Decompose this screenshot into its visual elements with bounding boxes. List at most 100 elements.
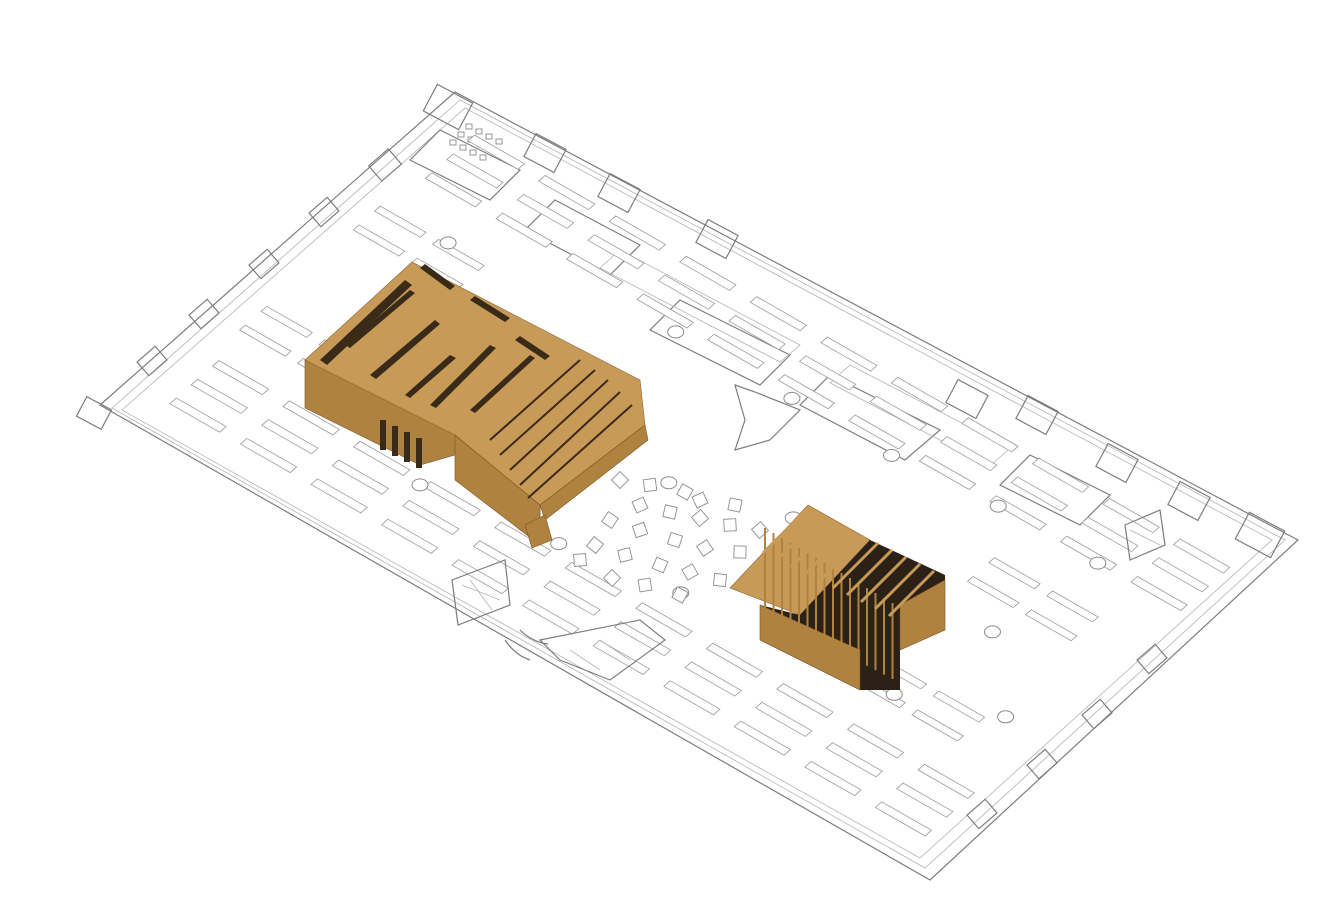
column [885, 687, 903, 701]
bookshelf [1031, 457, 1090, 493]
table-top [681, 563, 699, 581]
beam [761, 506, 810, 555]
table-top [671, 586, 689, 604]
bookshelf [380, 518, 439, 554]
column [1089, 556, 1107, 570]
bookshelf [636, 293, 695, 329]
table-top [712, 572, 728, 588]
beam [873, 562, 922, 611]
beam [859, 555, 908, 604]
bookshelf [1046, 590, 1099, 623]
bookshelf [874, 801, 933, 837]
bookshelf [613, 621, 672, 657]
reading-table [662, 504, 678, 520]
table-top [617, 547, 633, 563]
bookshelf [190, 378, 249, 414]
table-top [727, 497, 743, 513]
wall-pilasters [75, 83, 1286, 830]
beam [831, 541, 880, 590]
reading-table [585, 535, 605, 555]
table-top [601, 511, 619, 529]
table-top [696, 539, 714, 557]
beam [887, 569, 936, 618]
bookshelf [663, 680, 721, 716]
column [983, 625, 1001, 639]
reading-table [727, 497, 743, 513]
bookshelf-rows [169, 134, 1231, 837]
reading-table [642, 477, 658, 493]
beam [775, 513, 824, 562]
column [989, 499, 1007, 513]
bookshelf [820, 336, 878, 372]
bookshelf [587, 234, 645, 270]
table-top [666, 531, 684, 549]
bookshelf [352, 440, 411, 476]
bookshelf [494, 521, 552, 557]
reading-table [637, 577, 653, 593]
bookshelf [1172, 538, 1231, 574]
bookshelf [918, 454, 977, 490]
bookshelf [1059, 535, 1118, 571]
bookshelf [776, 683, 834, 719]
bookshelf [543, 580, 601, 616]
table-top [651, 556, 669, 574]
bookshelf [472, 540, 531, 576]
column [550, 537, 568, 551]
entrance [504, 619, 666, 681]
bookshelf [169, 397, 227, 433]
bookshelf [846, 723, 905, 759]
bookshelf [804, 760, 862, 797]
reading-table [610, 470, 630, 490]
bookshelf [754, 701, 813, 737]
bookshelf [261, 419, 319, 455]
beam [789, 520, 838, 569]
reading-table [681, 563, 699, 581]
reading-tables [573, 470, 770, 604]
table-top [610, 470, 630, 490]
bookshelf [239, 437, 298, 474]
bookshelf [798, 355, 857, 391]
bookshelf [848, 414, 906, 450]
table-top [573, 553, 587, 567]
table-top [631, 521, 649, 539]
bookshelf [869, 395, 927, 431]
bookshelf [608, 215, 667, 251]
bookshelf [331, 459, 390, 495]
bookshelf [707, 333, 765, 369]
bookshelf [728, 314, 786, 351]
building-outline [75, 83, 1300, 881]
bookshelf [733, 720, 792, 756]
bookshelf [1024, 609, 1078, 642]
table-top [676, 483, 694, 501]
wooden-amphitheater [304, 261, 649, 549]
table-top [662, 504, 678, 520]
bookshelf [939, 436, 998, 472]
bookshelf [917, 763, 975, 799]
bookshelf [352, 224, 406, 257]
reading-table [696, 539, 714, 557]
bookshelf [521, 599, 580, 635]
bookshelf [635, 602, 693, 638]
column [660, 476, 678, 490]
table-top [691, 491, 709, 509]
bookshelf [749, 296, 808, 332]
column [997, 710, 1015, 724]
reading-table [723, 518, 737, 532]
bookshelf [424, 172, 483, 208]
bookshelf [961, 417, 1019, 453]
column [411, 478, 429, 492]
table-top [585, 535, 605, 555]
reading-table [691, 491, 709, 509]
beam [803, 527, 852, 576]
column [783, 391, 801, 405]
beam [845, 548, 894, 597]
bookshelf [516, 193, 575, 229]
bookshelf [310, 478, 368, 514]
reading-table [712, 572, 728, 588]
bookshelf [679, 255, 737, 291]
reading-table [617, 547, 633, 563]
bookshelf [932, 690, 986, 723]
stair-core [451, 509, 1166, 626]
